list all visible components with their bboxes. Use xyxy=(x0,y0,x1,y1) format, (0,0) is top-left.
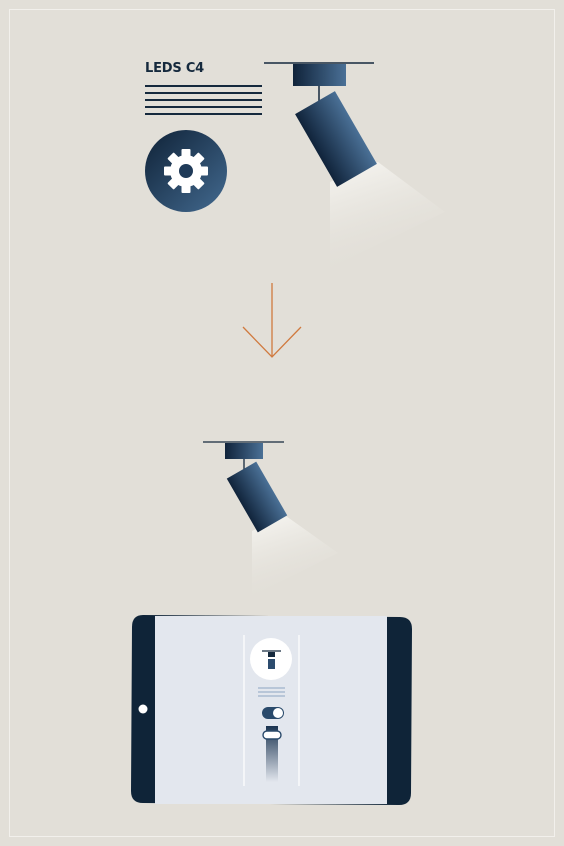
spotlight-icon xyxy=(203,442,338,596)
spotlight-icon xyxy=(264,63,445,268)
toggle-icon xyxy=(262,707,284,719)
gear-icon xyxy=(145,130,227,212)
arrow-down-icon xyxy=(243,283,301,357)
text-lines-icon xyxy=(145,86,262,114)
tablet-icon xyxy=(131,615,412,805)
